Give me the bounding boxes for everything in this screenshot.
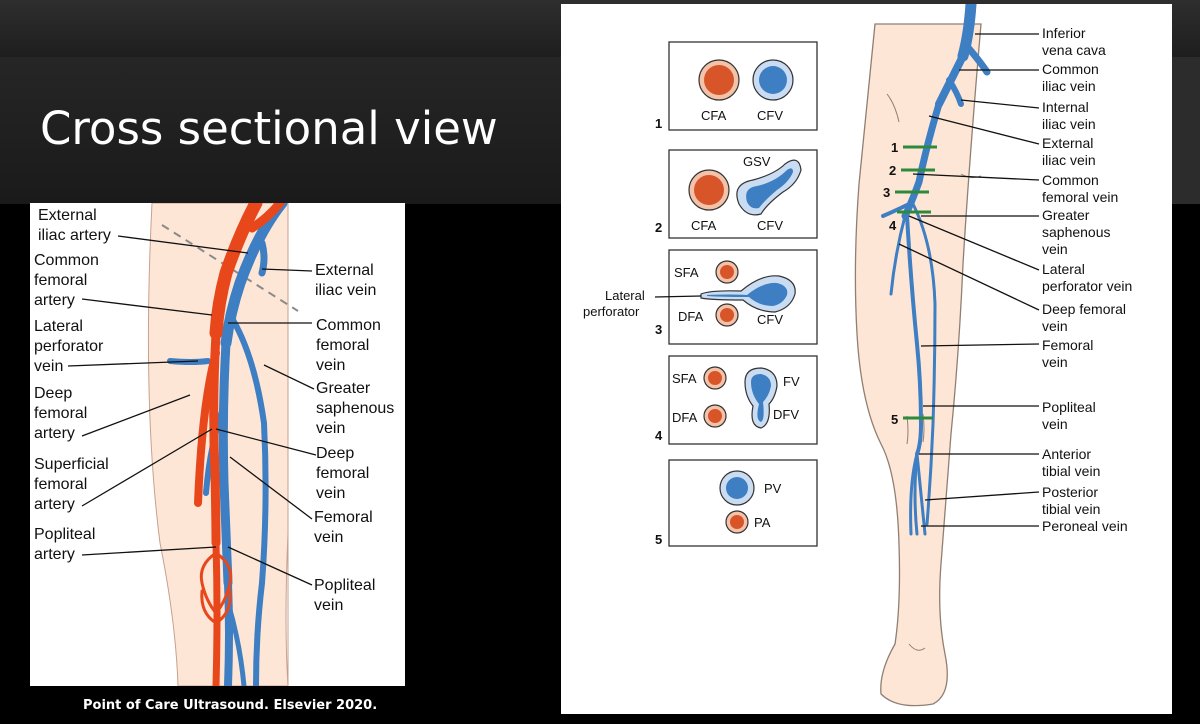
cs1-label-cfv: CFV [757, 108, 783, 123]
popliteal-vein [915, 422, 923, 456]
thigh-vessel-diagram: External iliac artery Common femoral art… [34, 203, 399, 686]
perforator-vein [881, 202, 911, 218]
label-femoral-vein: Femoral vein [314, 509, 377, 546]
label-external-iliac-vein: External iliac vein [1042, 135, 1097, 168]
peroneal-vein [913, 452, 919, 536]
cs2-label-cfv: CFV [757, 218, 783, 233]
leg-cross-section-diagram: CFA CFV 1 GSV CFA CFV 2 [583, 4, 1132, 707]
cs4-number: 4 [655, 428, 663, 443]
label-external-iliac-artery: External iliac artery [38, 207, 111, 244]
genicular-network [199, 551, 233, 616]
slide-title: Cross sectional view [40, 102, 498, 155]
external-iliac-artery [209, 203, 263, 340]
cross-section-4: SFA FV DFA DFV 4 [655, 355, 818, 445]
cs4-label-fv: FV [783, 374, 800, 389]
cs3-label-dfa: DFA [678, 309, 704, 324]
leg-marker-2: 2 [889, 163, 896, 178]
cs3-label-cfv: CFV [757, 312, 783, 327]
leg-marker-3: 3 [883, 185, 890, 200]
genicular-network-lower [200, 589, 232, 625]
cs4-label-sfa: SFA [672, 371, 697, 386]
label-greater-saphenous-vein-right: Greater saphenous vein [1042, 207, 1114, 257]
cs1-label-cfa: CFA [701, 108, 727, 123]
label-greater-saphenous-vein: Greater saphenous vein [316, 380, 399, 437]
cross-section-3: SFA DFA CFV Lateral perforator 3 [583, 249, 818, 345]
cs4-label-dfv: DFV [773, 407, 799, 422]
femoral-vein [218, 338, 233, 588]
title-band-edge [1170, 57, 1200, 204]
cs5-number: 5 [655, 532, 662, 547]
cs3-side-label: Lateral perforator [583, 288, 648, 319]
label-posterior-tibial-vein: Posterior tibial vein [1042, 484, 1102, 517]
internal-iliac-branch [258, 239, 268, 277]
label-popliteal-vein-right: Popliteal vein [1042, 399, 1100, 432]
cs2-number: 2 [655, 220, 662, 235]
label-anterior-tibial-vein: Anterior tibial vein [1042, 446, 1100, 479]
right-anatomy-figure: CFA CFV 1 GSV CFA CFV 2 [561, 4, 1172, 714]
ankle-detail [908, 643, 926, 651]
label-common-iliac-vein: Common iliac vein [1042, 61, 1103, 94]
label-external-iliac-vein: External iliac vein [315, 262, 378, 299]
label-superficial-femoral-artery: Superficial femoral artery [34, 456, 113, 513]
leg-veins [881, 4, 991, 536]
cs2-label-gsv: GSV [743, 154, 771, 169]
label-deep-femoral-vein-right: Deep femoral vein [1042, 301, 1130, 334]
label-internal-iliac-vein: Internal iliac vein [1042, 99, 1096, 132]
label-lateral-perforator-vein: Lateral perforator vein [34, 318, 108, 375]
label-common-femoral-artery: Common femoral artery [34, 252, 103, 309]
section-markers [895, 145, 937, 420]
label-deep-femoral-artery: Deep femoral artery [34, 385, 92, 442]
greater-saphenous-vein [911, 202, 937, 526]
label-inferior-vena-cava: Inferior vena cava [1042, 25, 1106, 58]
deep-femoral-artery [194, 349, 220, 507]
iliac-branch-artery [247, 203, 285, 233]
cross-section-5: PV PA 5 [655, 459, 818, 547]
cs3-label-sfa: SFA [674, 265, 699, 280]
arteries [194, 203, 285, 686]
cs5-label-pv: PV [764, 481, 782, 496]
leg-marker-1: 1 [891, 140, 898, 155]
label-popliteal-vein: Popliteal vein [314, 577, 380, 614]
cross-section-1: CFA CFV 1 [655, 41, 818, 131]
leg-marker-4: 4 [889, 218, 897, 233]
citation: Point of Care Ultrasound. Elsevier 2020. [83, 698, 378, 713]
cs3-number: 3 [655, 322, 662, 337]
external-iliac-vein [901, 100, 943, 220]
label-deep-femoral-vein: Deep femoral vein [316, 445, 374, 502]
cross-section-2: GSV CFA CFV 2 [655, 149, 818, 239]
internal-iliac-vein [946, 77, 964, 107]
label-popliteal-artery: Popliteal artery [34, 526, 100, 563]
cs4-label-dfa: DFA [672, 410, 698, 425]
label-femoral-vein-right: Femoral vein [1042, 337, 1097, 370]
popliteal-vein-branch [225, 600, 247, 686]
leg-detail-line [886, 93, 900, 123]
label-lateral-perforator-vein-right: Lateral perforator vein [1042, 261, 1132, 294]
cs1-number: 1 [655, 116, 662, 131]
veins [167, 203, 288, 686]
left-anatomy-figure: External iliac artery Common femoral art… [30, 203, 405, 686]
label-peroneal-vein: Peroneal vein [1042, 518, 1128, 534]
label-common-femoral-vein: Common femoral vein [316, 317, 385, 374]
cs5-label-pa: PA [754, 515, 771, 530]
cs2-label-cfa: CFA [691, 218, 717, 233]
greater-saphenous-vein [227, 312, 269, 686]
femoral-vein [905, 214, 923, 426]
leg-marker-5: 5 [891, 412, 898, 427]
label-common-femoral-vein-right: Common femoral vein [1042, 172, 1118, 205]
deep-femoral-vein [889, 214, 907, 296]
